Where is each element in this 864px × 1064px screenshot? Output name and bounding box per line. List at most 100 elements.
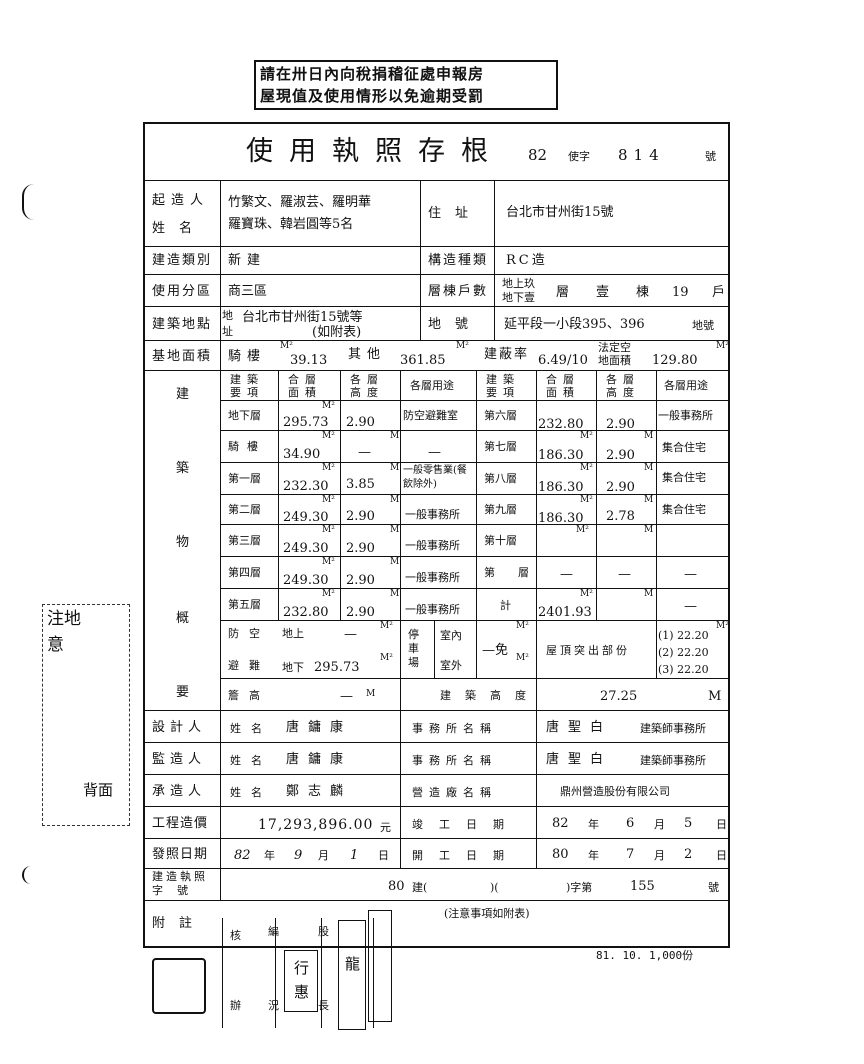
structure-label: 構造種類 — [428, 253, 489, 268]
builder-label-1: 起造人 — [152, 193, 210, 208]
designer-office-label: 事務所名稱 — [412, 722, 497, 735]
issue-label: 發照日期 — [152, 847, 209, 862]
floor-name: 第七層 — [484, 440, 517, 453]
eave-label: 簷高 — [228, 689, 270, 702]
col-area-2: 面積 — [288, 386, 322, 399]
issue-year: 82 — [234, 848, 251, 863]
floor-area: 186.30 — [538, 480, 584, 495]
floor-use: — — [684, 567, 697, 582]
floor-use: 集合住宅 — [662, 441, 706, 454]
floors-ceng: 層 — [556, 285, 570, 300]
floor-use: 一般事務所 — [658, 409, 713, 422]
parking-label: 停車場 — [408, 628, 419, 669]
floor-use: 一般事務所 — [405, 539, 460, 552]
start-month: 7 — [626, 847, 635, 862]
roof-value-1: (1) 22.20 — [658, 629, 709, 642]
floor-area: — — [560, 567, 573, 582]
supervisor-office-suffix: 建築師事務所 — [640, 754, 706, 767]
sign-l2: 況 — [268, 999, 279, 1012]
permit-zi: 使字 — [568, 150, 590, 163]
remarks-label: 附註 — [152, 916, 207, 931]
floor-area: 2401.93 — [538, 605, 592, 620]
shelter-label-1: 防空 — [228, 627, 270, 640]
shelter-above-value: — — [344, 627, 357, 642]
permit-label-1: 建造執照 — [152, 870, 208, 883]
seal-char-3: 龍 — [345, 955, 361, 973]
floor-area: 186.30 — [538, 448, 584, 463]
floors-hu-count: 19 — [672, 285, 689, 300]
qilou-unit: M² — [280, 341, 293, 351]
floors-below: 地下壹 — [502, 291, 535, 304]
floors-hu: 戶 — [712, 285, 726, 300]
area-label: 基地面積 — [152, 349, 213, 364]
issue-month: 9 — [294, 848, 303, 863]
legal-label-1: 法定空 — [598, 341, 631, 354]
floors-label: 層棟戶數 — [428, 284, 489, 299]
done-month: 6 — [626, 816, 635, 831]
floor-area: 249.30 — [283, 541, 329, 556]
shelter-label-2: 避難 — [228, 659, 270, 672]
floor-name: 第八層 — [484, 472, 517, 485]
col-area-1: 合層 — [288, 373, 322, 386]
floor-height: 2.90 — [346, 605, 375, 620]
roof-value-3: (3) 22.20 — [658, 663, 709, 676]
col-use-r: 各層用途 — [664, 379, 708, 392]
cost-unit: 元 — [380, 821, 391, 834]
col-height-2-r: 高度 — [606, 386, 640, 399]
permit-ref-jian: 建( — [412, 881, 428, 894]
designer-office-suffix: 建築師事務所 — [640, 722, 706, 735]
contractor-office: 鼎州營造股份有限公司 — [560, 785, 670, 798]
binding-mark — [22, 866, 46, 884]
floor-name: 第二層 — [228, 503, 261, 516]
legal-unit: M² — [716, 341, 729, 351]
col-use: 各層用途 — [410, 379, 454, 392]
building-height-value: 27.25 — [600, 689, 638, 704]
designer-name-label: 姓名 — [230, 722, 272, 735]
shelter-above: 地上 — [282, 627, 304, 640]
dihao-suffix: 地號 — [692, 319, 714, 332]
col-area-2-r: 面積 — [546, 386, 580, 399]
floor-name: 地下層 — [228, 409, 261, 422]
floor-height: 2.90 — [606, 417, 635, 432]
col-height-1-r: 各層 — [606, 373, 640, 386]
notice-stamp: 請在卅日內向稅捐稽征處申報房 屋現值及使用情形以免逾期受罰 — [254, 60, 558, 110]
supervisor-office: 唐聖白 — [546, 752, 613, 767]
permit-year: 82 — [528, 146, 548, 164]
contractor-name-label: 姓名 — [230, 786, 272, 799]
floors-above: 地上玖 — [502, 277, 535, 290]
floor-area: 186.30 — [538, 511, 584, 526]
sign-c4: 長 — [318, 999, 329, 1012]
floor-area: 232.80 — [283, 605, 329, 620]
start-day: 2 — [684, 847, 693, 862]
builder-names-2: 羅寶珠、韓岩圓等5名 — [228, 217, 354, 232]
seal-stamp-3 — [368, 910, 392, 1022]
seal-char-1: 行 — [294, 959, 310, 977]
floors-dong: 棟 — [636, 285, 650, 300]
col-area-1-r: 合層 — [546, 373, 580, 386]
floor-use: 防空避難室 — [403, 409, 458, 422]
issue-day: 1 — [350, 848, 359, 863]
side-c1: 建 — [176, 387, 190, 402]
builder-names-1: 竹繁文、羅淑芸、羅明華 — [228, 195, 372, 210]
floor-name: 第三層 — [228, 534, 261, 547]
floor-name: 騎樓 — [228, 440, 266, 453]
permit-ref-zi: )字第 — [566, 881, 593, 894]
permit-ref-year: 80 — [388, 879, 405, 894]
dihao-value: 延平段一小段395、396 — [504, 317, 645, 332]
legal-label-2: 地面積 — [598, 354, 631, 367]
shelter-below: 地下 — [282, 661, 304, 674]
parking-value: —免 — [482, 643, 509, 658]
zoning-value: 商三區 — [228, 284, 268, 299]
col-item-2: 要項 — [230, 386, 264, 399]
other-unit: M² — [456, 341, 469, 351]
floor-area: 232.80 — [538, 417, 584, 432]
floor-use: 一般零售業(餐飲除外) — [403, 465, 467, 490]
floor-area: 249.30 — [283, 573, 329, 588]
floor-use: — — [428, 445, 441, 460]
floor-use: 一般事務所 — [405, 603, 460, 616]
roof-value-2: (2) 22.20 — [658, 646, 709, 659]
coverage-label: 建蔽率 — [484, 347, 530, 362]
seal-char-2: 惠 — [294, 983, 310, 1001]
binding-mark — [22, 184, 46, 220]
notice-line-2: 屋現值及使用情形以免逾期受罰 — [260, 87, 485, 105]
